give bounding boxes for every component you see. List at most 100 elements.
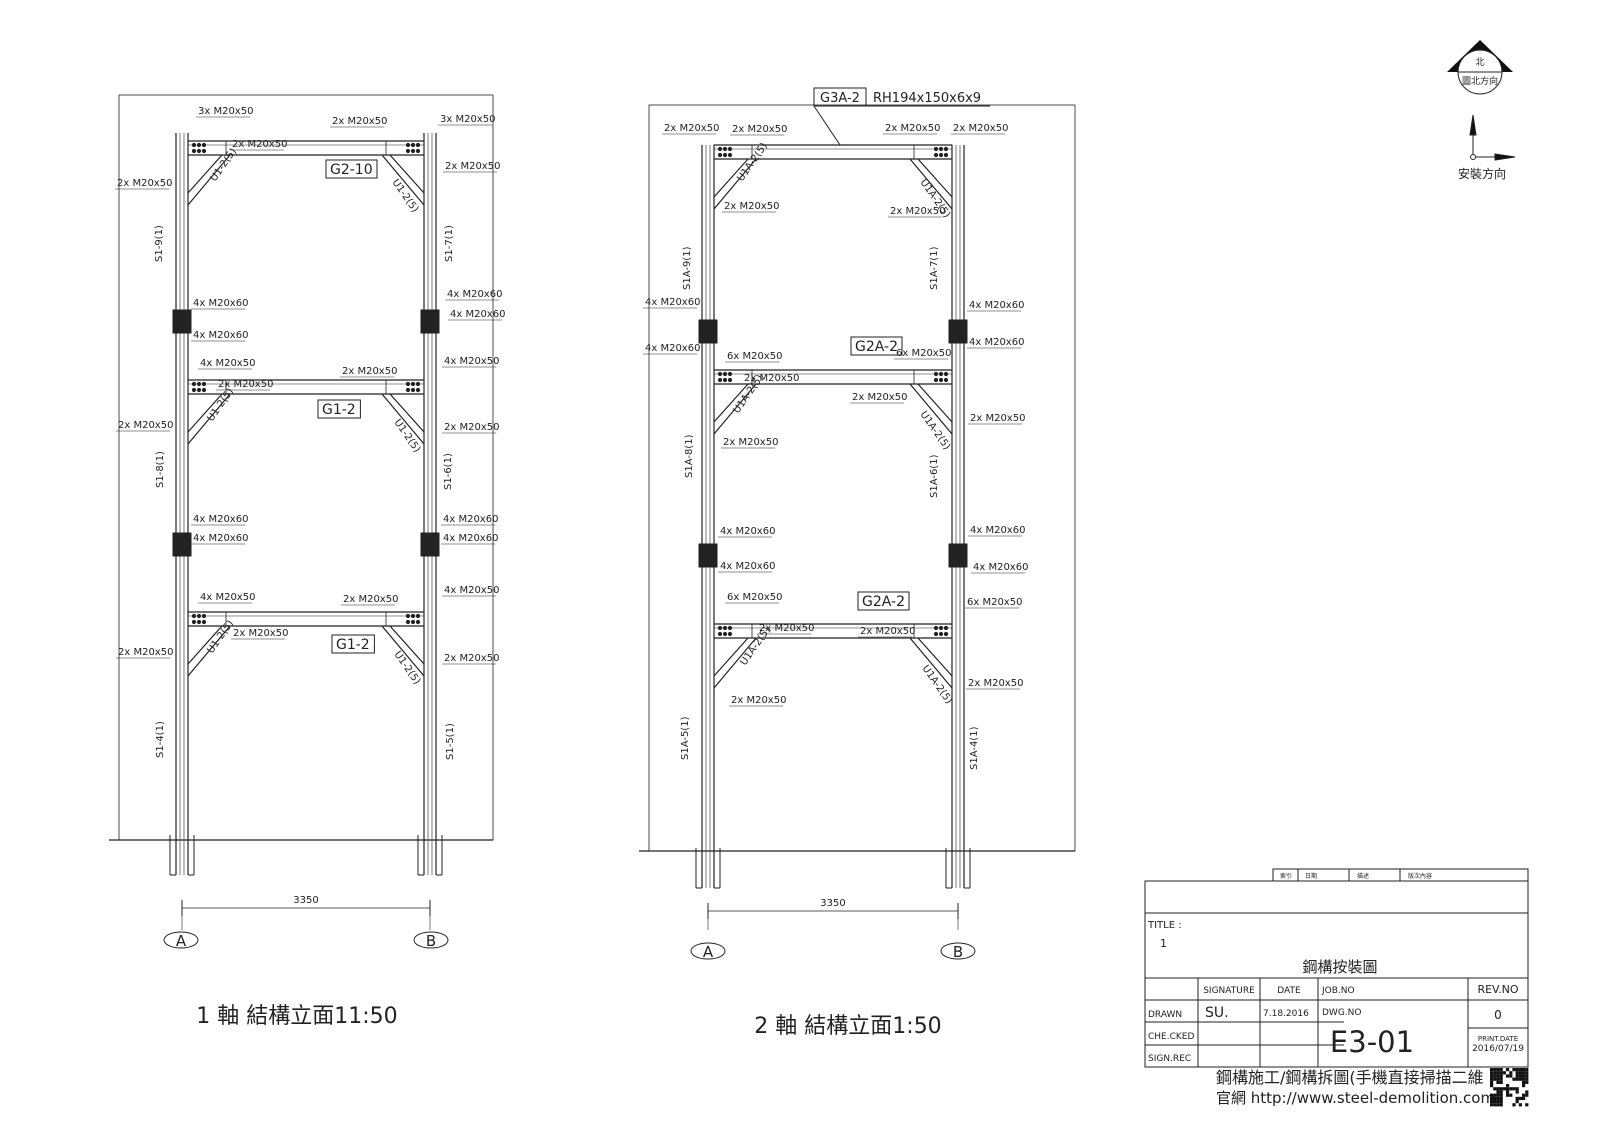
qr-module [1506,1087,1510,1091]
connection-plate [713,369,753,385]
rev-no-label: REV.NO [1477,983,1518,996]
bolt [410,381,416,387]
tag-box [317,399,361,419]
elevation-1-frame [109,94,959,930]
bolt [933,371,939,377]
qr-module [1490,1071,1494,1075]
annotation: 2x M20x50 [730,124,787,136]
connection-plate [385,140,425,156]
bolt-callout: 2x M20x50 [444,653,499,664]
splice-plate [948,335,968,340]
bolt [722,371,728,377]
annotation: 2x M20x50 [968,413,1025,425]
bolt-callout: 3x M20x50 [440,114,495,125]
annotation: G2A-2 [850,336,903,356]
bolt [938,631,944,637]
bolt-callout: 4x M20x60 [969,337,1024,348]
bolt [405,613,411,619]
rev-header-date: 日期 [1305,872,1317,880]
qr-module [1509,1087,1513,1091]
qr-module [1522,1068,1526,1072]
brace [917,383,953,423]
rev-header-index: 索引 [1280,872,1292,880]
print-date-label: PRINT.DATE [1478,1035,1518,1043]
qr-module [1499,1100,1503,1104]
annotation: 4x M20x60 [643,297,700,309]
annotation: 4x M20x50 [442,356,499,368]
annotation: 4x M20x60 [968,525,1025,537]
qr-module [1506,1090,1510,1094]
brace-mark: U1A-2(5) [738,625,773,668]
qr-module [1512,1068,1516,1072]
qr-module [1525,1068,1529,1072]
splice-plate [420,329,440,334]
qr-module [1512,1103,1516,1107]
qr-module [1499,1093,1503,1097]
checked-label: CHE.CKED [1148,1032,1194,1042]
splice-plate [172,536,192,541]
brace [187,393,231,445]
bolt-callout: 2x M20x50 [343,594,398,605]
qr-module [1496,1103,1500,1107]
splice-plate [698,335,718,340]
annotation: 2x M20x50 [662,123,719,135]
qr-module [1512,1077,1516,1081]
bolt [933,152,939,158]
brace [713,637,749,677]
elevation-2-dimension: 3350 [820,898,845,909]
tag-box [325,159,378,179]
qr-module [1506,1068,1510,1072]
qr-module [1518,1096,1522,1100]
splice-plate [420,540,440,545]
bolt-callout: 2x M20x50 [860,626,915,637]
annotation: S1A-4(1) [969,726,980,770]
splice-plate [172,548,192,553]
bolt [943,371,949,377]
column-mark: S1A-9(1) [682,246,693,290]
annotation: 2x M20x50 [340,366,397,378]
connection-plate [187,379,227,395]
qr-module [1522,1077,1526,1081]
bolt [717,146,723,152]
bolt [201,613,207,619]
bolt [191,613,197,619]
qr-module [1490,1084,1494,1088]
member-tag: G1-2 [322,402,356,418]
annotation: 2x M20x50 [722,201,779,213]
connection-plate [385,611,425,627]
beam [713,623,953,689]
bolt [415,381,421,387]
bolt [933,377,939,383]
annotation: 6x M20x50 [965,597,1022,609]
bolt [727,152,733,158]
splice-plate [948,323,968,328]
bolt [933,625,939,631]
qr-module [1525,1077,1529,1081]
qr-module [1525,1093,1529,1097]
splice-plate [420,544,440,549]
sign-rec-label: SIGN.REC [1148,1054,1191,1064]
qr-module [1525,1080,1529,1084]
bolt [196,387,202,393]
bolt-callout: 4x M20x60 [193,330,248,341]
qr-module [1493,1077,1497,1081]
bolt-callout: 4x M20x60 [193,514,248,525]
bolt [410,142,416,148]
qr-module [1490,1096,1494,1100]
splice-plate [698,551,718,556]
qr-module [1496,1096,1500,1100]
bolt [191,619,197,625]
qr-module [1493,1068,1497,1072]
annotation: 2x M20x50 [442,653,499,665]
qr-module [1499,1071,1503,1075]
member-tag: G2-10 [330,162,373,178]
qr-module [1496,1071,1500,1075]
qr-module [1496,1087,1500,1091]
bolt [201,619,207,625]
elevation-1-title: 1 軸 結構立面11:50 [196,1004,397,1029]
bolt [196,142,202,148]
tag-box [331,634,375,654]
bolt-callout: 2x M20x50 [233,628,288,639]
